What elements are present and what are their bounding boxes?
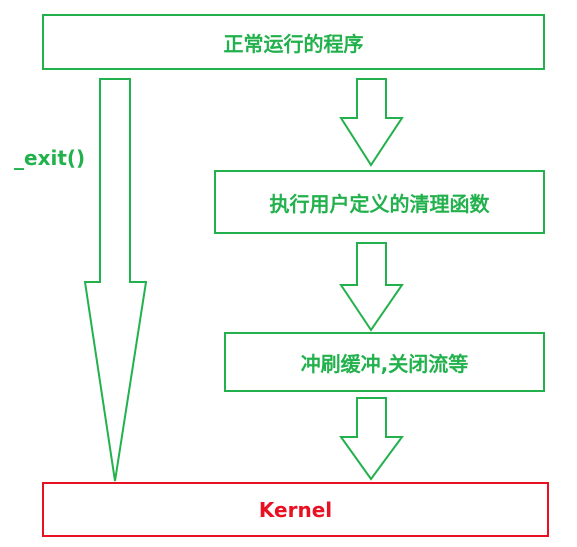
normal-program-box: 正常运行的程序 bbox=[42, 14, 545, 70]
arrow-flush-to-kernel bbox=[339, 397, 404, 481]
flush-buffers-label: 冲刷缓冲,关闭流等 bbox=[300, 351, 469, 376]
kernel-box: Kernel bbox=[42, 482, 549, 537]
user-cleanup-box: 执行用户定义的清理函数 bbox=[214, 170, 545, 234]
kernel-label: Kernel bbox=[258, 497, 333, 522]
flush-buffers-box: 冲刷缓冲,关闭流等 bbox=[224, 332, 545, 392]
arrow-cleanup-to-flush bbox=[339, 242, 404, 332]
user-cleanup-label: 执行用户定义的清理函数 bbox=[269, 191, 490, 216]
exit-call-label: _exit() bbox=[14, 146, 86, 170]
arrow-program-to-cleanup bbox=[339, 78, 404, 167]
exit-arrow bbox=[83, 78, 148, 482]
normal-program-label: 正常运行的程序 bbox=[223, 31, 364, 56]
